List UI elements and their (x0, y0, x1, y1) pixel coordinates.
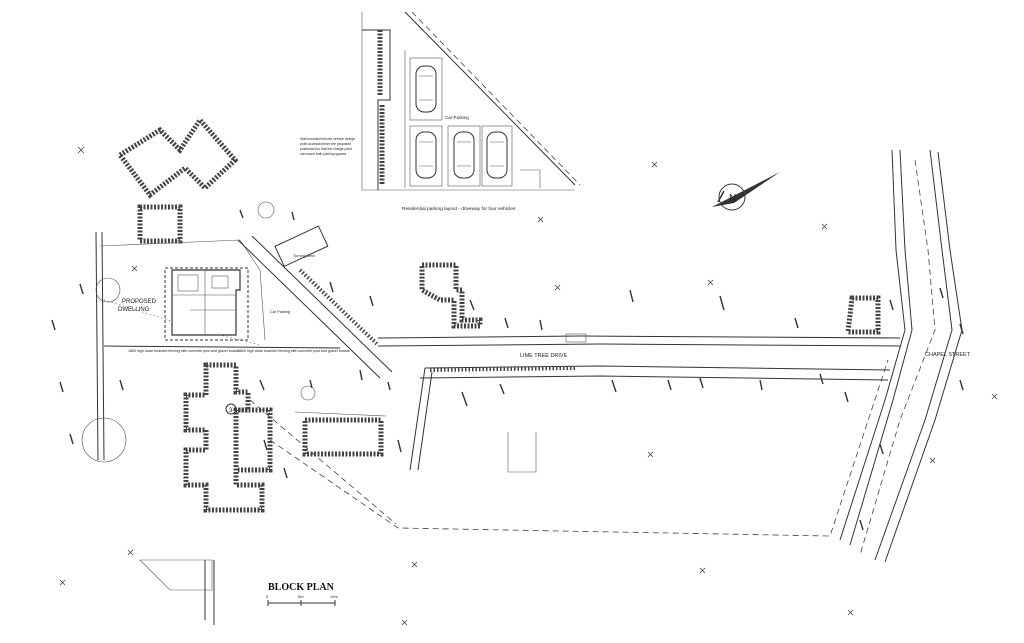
turning-area-label: Turning Area (293, 254, 315, 258)
lime-tree-drive-label: LIME TREE DRIVE (520, 353, 568, 359)
block-plan-title: BLOCK PLAN (268, 582, 335, 593)
neighbour-building-angled (116, 115, 239, 199)
outbuilding (507, 432, 537, 473)
tree-icon (81, 417, 127, 463)
proposed-label-1: PROPOSED (122, 299, 157, 305)
proposed-dwelling (164, 267, 249, 341)
car-bay-2 (447, 125, 481, 187)
inset-caption: Residential parking layout - driveway fo… (402, 206, 516, 212)
road-annotations (51, 209, 964, 531)
existing-dwelling-3 (183, 362, 273, 513)
parking-layout-inset: Car Parking Wall mounted electric vehicl… (300, 11, 581, 212)
outbuilding (845, 295, 881, 335)
car-bay-1 (409, 125, 443, 187)
north-arrow-icon: N (712, 172, 780, 211)
hedge-note: 1800 high close boarded fencing with con… (128, 349, 240, 353)
car-parking-label: Car Parking (270, 310, 290, 314)
scale-tick-0: 0 (266, 594, 269, 599)
chapel-street-label: CHAPEL STREET (925, 352, 971, 358)
car-bay-top (409, 57, 443, 121)
ev-charge-note: Wall mounted electric vehicle charge poi… (300, 137, 356, 156)
lime-tree-drive (377, 333, 901, 471)
car-bay-3 (481, 125, 513, 187)
plot-number: 3 (229, 408, 233, 414)
outbuilding (419, 262, 483, 329)
tree-icon (95, 277, 121, 303)
car-parking-inset-label: Car Parking (445, 115, 469, 120)
proposed-label-2: DWELLING (118, 307, 150, 313)
neighbour-outbuilding (137, 204, 183, 244)
survey-marks (59, 146, 998, 626)
tree-icon (300, 385, 316, 401)
scale-tick-10: 10m (330, 594, 338, 599)
fence-note: 1800 high close boarded fencing with con… (238, 349, 350, 353)
svg-text:N: N (729, 193, 736, 204)
site-boundary (269, 359, 889, 537)
tree-icon (257, 201, 275, 219)
scale-tick-5: 5m (298, 594, 304, 599)
garage-block (302, 417, 384, 457)
outbuilding (139, 559, 213, 591)
scale-bar: 0 5m 10m (266, 594, 338, 606)
